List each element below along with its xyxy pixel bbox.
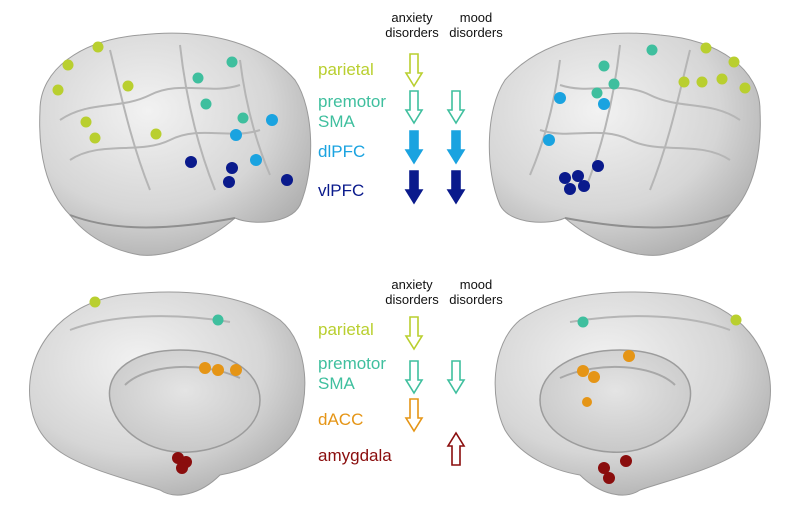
parietal-marker [740,83,751,94]
label-vlpfc-top: vlPFC [318,181,438,201]
label-dlpfc-top: dlPFC [318,142,438,162]
top-dlpfc-mood-arrow [448,131,464,163]
amygdala-marker [620,455,632,467]
dacc-marker [230,364,242,376]
dlpfc-marker [230,129,242,141]
premotor-marker [238,113,249,124]
parietal-marker [701,43,712,54]
vlpfc-marker [592,160,604,172]
dacc-marker [577,365,589,377]
premotor-marker [647,45,658,56]
top-vlpfc-mood-arrow [448,171,464,203]
parietal-marker [151,129,162,140]
parietal-marker [697,77,708,88]
vlpfc-marker [559,172,571,184]
dlpfc-marker [543,134,555,146]
amygdala-marker [603,472,615,484]
amygdala-marker [176,462,188,474]
parietal-marker [729,57,740,68]
parietal-marker [63,60,74,71]
vlpfc-marker [578,180,590,192]
parietal-marker [53,85,64,96]
dacc-marker [582,397,592,407]
dacc-marker [588,371,600,383]
label-parietal-top: parietal [318,60,438,80]
dlpfc-marker [266,114,278,126]
top-premotor-mood-arrow [448,91,464,123]
premotor-marker [213,315,224,326]
dlpfc-marker [598,98,610,110]
dacc-marker [199,362,211,374]
parietal-marker [90,133,101,144]
brain-lateral-left [40,33,311,255]
bottom-premotor-mood-arrow [448,361,464,393]
parietal-marker [90,297,101,308]
parietal-marker [93,42,104,53]
premotor-marker [599,61,610,72]
premotor-marker [609,79,620,90]
bottom-amygdala-mood-arrow [448,433,464,465]
parietal-marker [81,117,92,128]
parietal-marker [731,315,742,326]
parietal-marker [679,77,690,88]
label-parietal-bottom: parietal [318,320,438,340]
dlpfc-marker [554,92,566,104]
label-dacc-bottom: dACC [318,410,438,430]
premotor-marker [592,88,603,99]
brain-lateral-right [489,33,760,255]
dacc-marker [212,364,224,376]
dlpfc-marker [250,154,262,166]
premotor-marker [201,99,212,110]
vlpfc-marker [281,174,293,186]
parietal-marker [123,81,134,92]
parietal-marker [717,74,728,85]
vlpfc-marker [185,156,197,168]
vlpfc-marker [564,183,576,195]
vlpfc-marker [572,170,584,182]
premotor-marker [193,73,204,84]
premotor-marker [578,317,589,328]
vlpfc-marker [223,176,235,188]
label-amygdala-bottom: amygdala [318,446,438,466]
premotor-marker [227,57,238,68]
vlpfc-marker [226,162,238,174]
dacc-marker [623,350,635,362]
brain-medial-right [495,292,770,495]
brain-medial-left [30,292,305,495]
